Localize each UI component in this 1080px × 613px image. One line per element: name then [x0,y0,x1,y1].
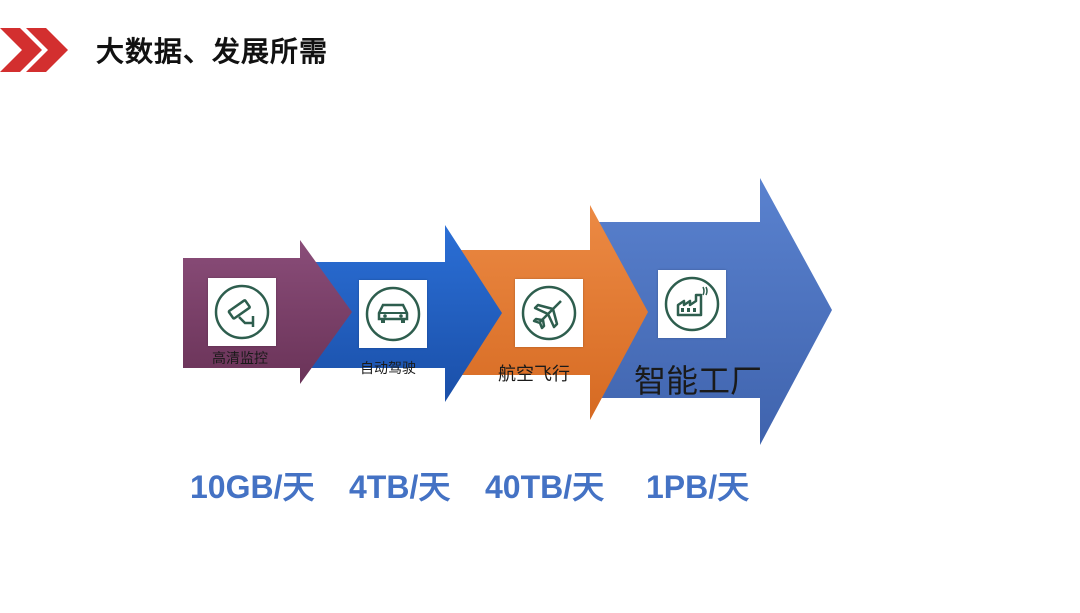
rate-stage-3: 40TB/天 [485,469,605,505]
rate-stage-1: 10GB/天 [190,469,315,505]
page-title: 大数据、发展所需 [96,35,329,68]
stage-label-4: 智能工厂 [634,362,763,400]
rate-stage-4: 1PB/天 [646,469,750,505]
airplane-icon [515,279,583,347]
stage-label-1: 高清监控 [212,351,268,367]
car-icon [359,280,427,348]
factory-icon [658,270,726,338]
stage-label-2: 自动驾驶 [360,361,416,377]
rate-stage-2: 4TB/天 [349,469,451,505]
title-chevron-icon [0,28,68,72]
stage-label-3: 航空飞行 [498,364,570,385]
surveillance-camera-icon [208,278,276,346]
